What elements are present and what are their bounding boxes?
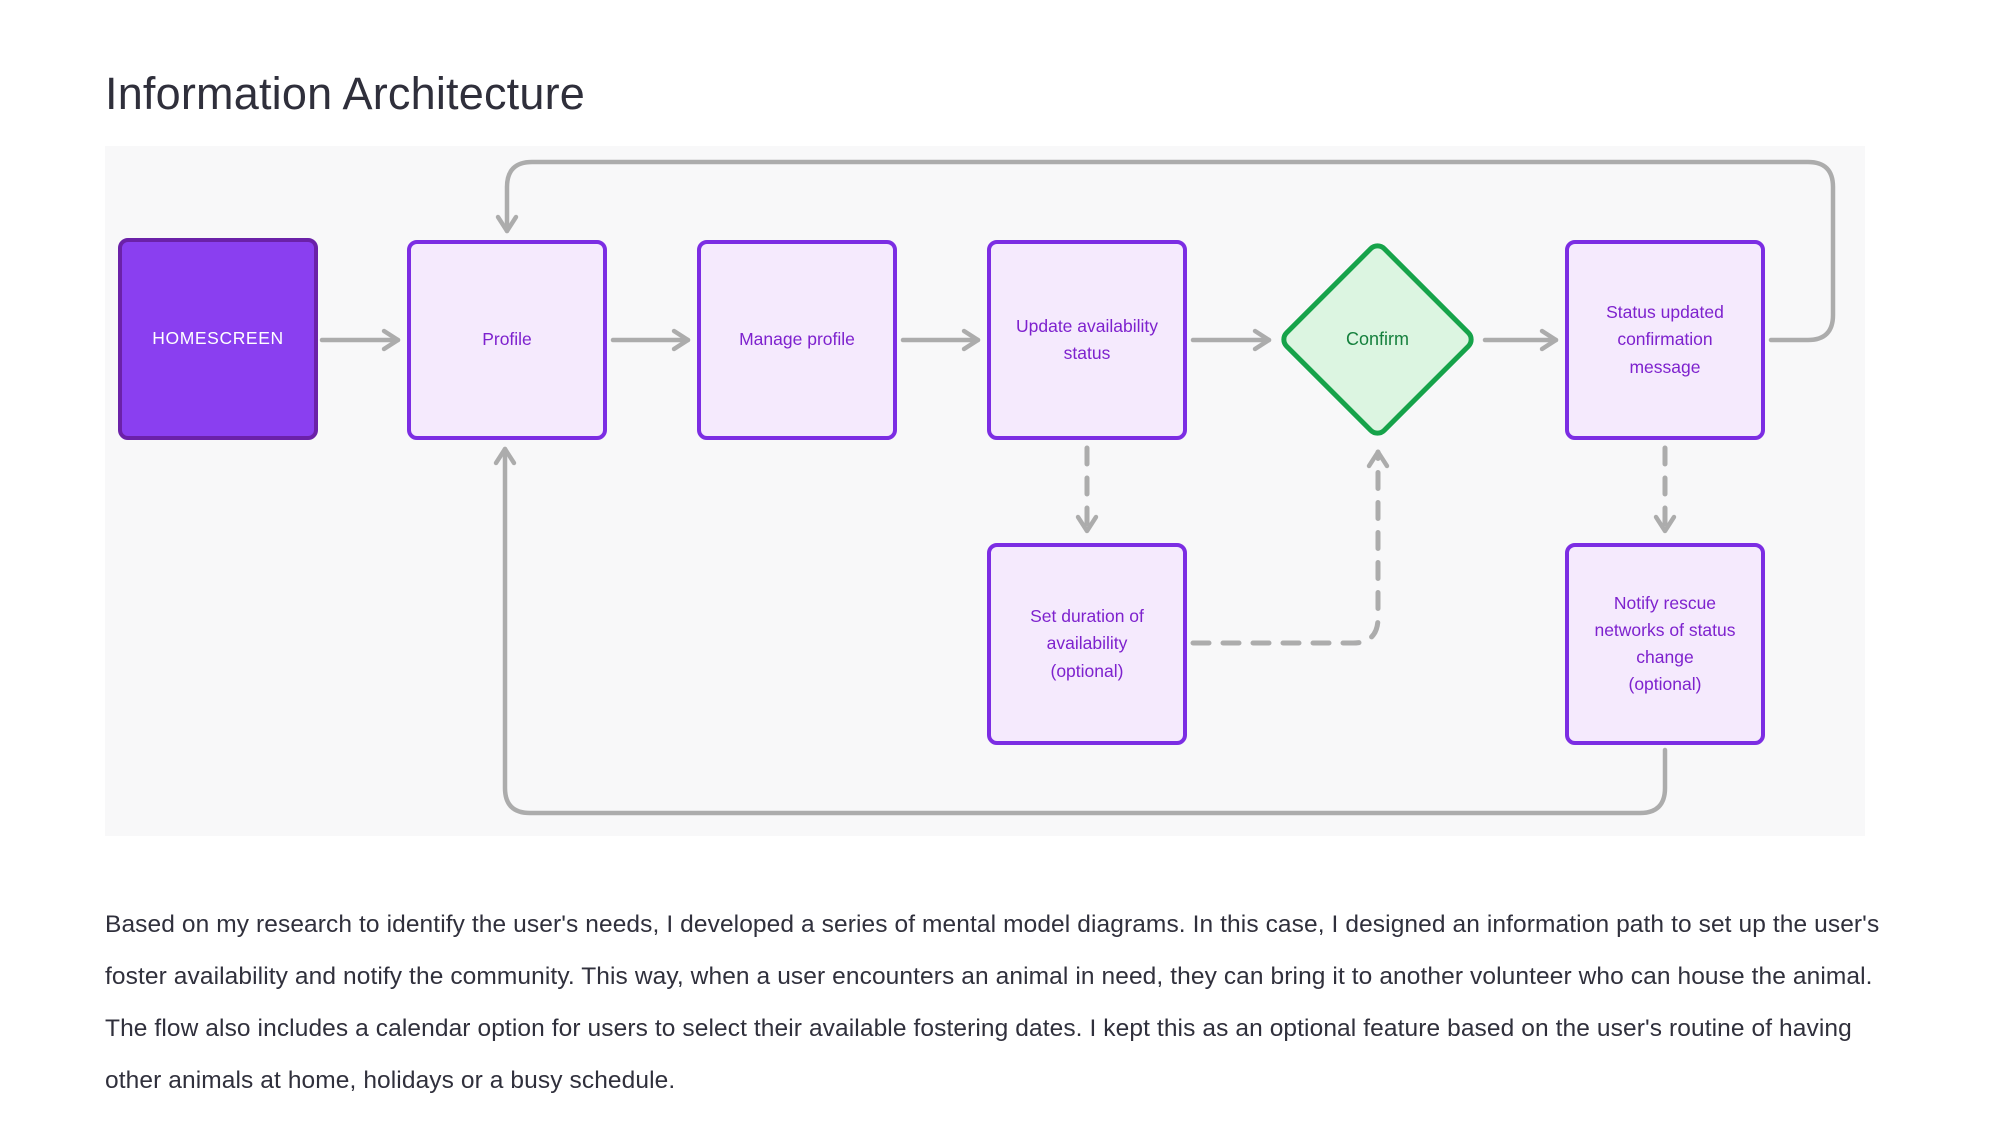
- node-manage-profile: Manage profile: [697, 240, 897, 440]
- loop-notify-to-profile-bottom: [493, 446, 1668, 816]
- connector-setduration-confirm-dashed: [1190, 449, 1390, 646]
- loop-status-to-profile-top: [495, 159, 1836, 343]
- node-update-availability: Update availability status: [987, 240, 1187, 440]
- flowchart-canvas: HOMESCREEN Profile Manage profile Update…: [105, 146, 1865, 836]
- flowchart-connectors: [319, 159, 1836, 816]
- node-set-duration: Set duration of availability (optional): [987, 543, 1187, 745]
- node-status-updated: Status updated confirmation message: [1565, 240, 1765, 440]
- node-homescreen: HOMESCREEN: [118, 238, 318, 440]
- node-notify-rescue: Notify rescue networks of status change …: [1565, 543, 1765, 745]
- page-title: Information Architecture: [105, 68, 586, 120]
- node-profile: Profile: [407, 240, 607, 440]
- node-confirm-label: Confirm: [1345, 329, 1409, 349]
- section-description: Based on my research to identify the use…: [105, 910, 1880, 1094]
